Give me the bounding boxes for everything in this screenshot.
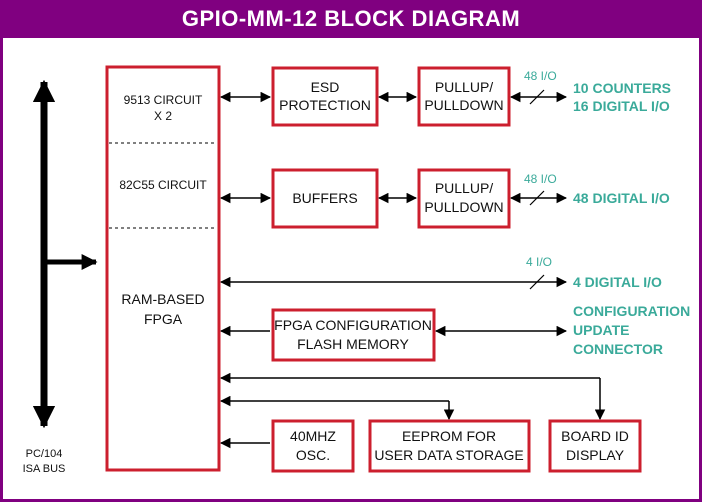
fpga-label-line1: RAM-BASED bbox=[121, 291, 204, 307]
bus-label-line1: PC/104 bbox=[26, 448, 63, 460]
pullup1-label-line1: PULLUP/ bbox=[435, 79, 493, 95]
osc-label-line2: OSC. bbox=[296, 447, 330, 463]
osc-label-line1: 40MHZ bbox=[290, 428, 336, 444]
fpga-block-border bbox=[105, 65, 221, 472]
row-flash: FPGA CONFIGURATION FLASH MEMORY CONFIGUR… bbox=[219, 303, 690, 362]
esd-protection-box bbox=[271, 66, 379, 127]
row-counters: ESD PROTECTION PULLUP/ PULLDOWN 48 I/O 1… bbox=[219, 66, 671, 127]
esd-label-line2: PROTECTION bbox=[279, 97, 371, 113]
esd-label-line1: ESD bbox=[311, 79, 340, 95]
io-count-1: 48 I/O bbox=[524, 69, 557, 83]
circuit-9513-count: X 2 bbox=[154, 109, 172, 123]
eeprom-label-line1: EEPROM FOR bbox=[402, 428, 496, 444]
isa-bus: PC/104 ISA BUS bbox=[23, 79, 98, 475]
pullup-box-2 bbox=[417, 168, 511, 229]
row-bottom-boxes: 40MHZ OSC. EEPROM FOR USER DATA STORAGE … bbox=[219, 419, 642, 473]
flash-memory-box bbox=[271, 308, 436, 362]
boardid-label-line1: BOARD ID bbox=[561, 428, 629, 444]
buffers-box bbox=[271, 168, 379, 229]
fpga-label-line2: FPGA bbox=[144, 311, 183, 327]
buffers-label: BUFFERS bbox=[292, 190, 357, 206]
output-counters: 10 COUNTERS bbox=[573, 80, 671, 96]
fpga-block: 9513 CIRCUIT X 2 82C55 CIRCUIT RAM-BASED… bbox=[105, 65, 221, 472]
output-update: UPDATE bbox=[573, 322, 630, 338]
pullup-box-1 bbox=[417, 66, 511, 127]
output-configuration: CONFIGURATION bbox=[573, 303, 690, 319]
circuit-82c55-label: 82C55 CIRCUIT bbox=[119, 178, 207, 192]
output-digital-48: 48 DIGITAL I/O bbox=[573, 190, 670, 206]
bus-label-line2: ISA BUS bbox=[23, 463, 66, 475]
pullup2-label-line2: PULLDOWN bbox=[424, 199, 503, 215]
output-connector: CONNECTOR bbox=[573, 341, 663, 357]
row-digital-4: 4 I/O 4 DIGITAL I/O bbox=[219, 255, 662, 290]
boardid-label-line2: DISPLAY bbox=[566, 447, 625, 463]
flash-label-line1: FPGA CONFIGURATION bbox=[274, 317, 432, 333]
board-id-box bbox=[548, 419, 642, 473]
io-count-2: 48 I/O bbox=[524, 172, 557, 186]
oscillator-box bbox=[271, 419, 355, 473]
title-bar: GPIO-MM-12 BLOCK DIAGRAM bbox=[0, 0, 702, 38]
flash-label-line2: FLASH MEMORY bbox=[297, 336, 409, 352]
eeprom-label-line2: USER DATA STORAGE bbox=[374, 447, 523, 463]
pullup2-label-line1: PULLUP/ bbox=[435, 180, 493, 196]
row-buffers: BUFFERS PULLUP/ PULLDOWN 48 I/O 48 DIGIT… bbox=[219, 168, 670, 229]
row-board-id-line bbox=[219, 372, 606, 421]
circuit-9513-label: 9513 CIRCUIT bbox=[124, 93, 203, 107]
eeprom-box bbox=[368, 419, 531, 473]
diagram-title: GPIO-MM-12 BLOCK DIAGRAM bbox=[181, 6, 521, 31]
io-count-3: 4 I/O bbox=[526, 255, 552, 269]
output-digital-4: 4 DIGITAL I/O bbox=[573, 274, 662, 290]
pullup1-label-line2: PULLDOWN bbox=[424, 97, 503, 113]
row-eeprom-line bbox=[219, 395, 455, 421]
output-digital-16: 16 DIGITAL I/O bbox=[573, 98, 670, 114]
